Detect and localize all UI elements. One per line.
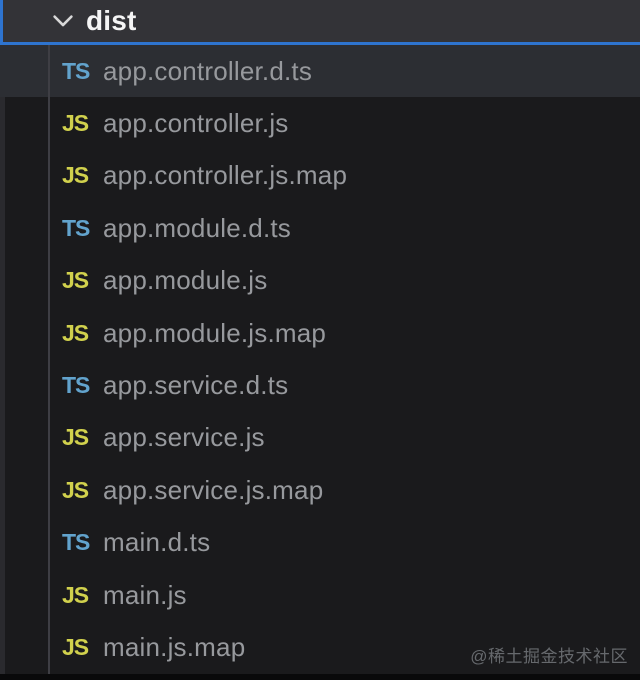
file-name: app.controller.d.ts bbox=[103, 55, 313, 86]
js-file-icon: JS bbox=[62, 162, 89, 189]
ts-file-icon: TS bbox=[62, 57, 90, 84]
file-row[interactable]: JS app.module.js bbox=[0, 255, 640, 307]
js-file-icon: JS bbox=[62, 424, 89, 451]
file-name: app.service.d.ts bbox=[103, 370, 289, 401]
file-row[interactable]: JS app.service.js bbox=[0, 412, 640, 464]
js-file-icon: JS bbox=[62, 267, 89, 294]
js-file-icon: JS bbox=[62, 633, 89, 660]
file-name: app.controller.js bbox=[103, 108, 289, 139]
file-name: main.d.ts bbox=[103, 527, 211, 558]
file-row[interactable]: JS app.service.js.map bbox=[0, 464, 640, 516]
file-row[interactable]: TS app.service.d.ts bbox=[0, 359, 640, 411]
file-row[interactable]: TS main.d.ts bbox=[0, 517, 640, 569]
file-name: app.service.js bbox=[103, 422, 265, 453]
file-name: app.module.js.map bbox=[103, 317, 327, 348]
chevron-down-icon bbox=[53, 15, 73, 27]
js-file-icon: JS bbox=[62, 319, 89, 346]
file-name: app.controller.js.map bbox=[103, 160, 348, 191]
file-row[interactable]: TS app.module.d.ts bbox=[0, 202, 640, 254]
file-name: app.service.js.map bbox=[103, 474, 324, 505]
file-name: main.js.map bbox=[103, 631, 246, 662]
file-row[interactable]: JS app.controller.js bbox=[0, 97, 640, 149]
file-name: app.module.d.ts bbox=[103, 212, 292, 243]
ts-file-icon: TS bbox=[62, 372, 90, 399]
file-row[interactable]: JS main.js bbox=[0, 569, 640, 621]
file-row[interactable]: JS app.controller.js.map bbox=[0, 150, 640, 202]
gutter-strip bbox=[0, 45, 5, 674]
file-name: app.module.js bbox=[103, 265, 268, 296]
indent-guide-line bbox=[48, 45, 50, 674]
ts-file-icon: TS bbox=[62, 529, 90, 556]
file-row[interactable]: TS app.controller.d.ts bbox=[0, 45, 640, 98]
js-file-icon: JS bbox=[62, 110, 89, 137]
file-name: main.js bbox=[103, 579, 187, 610]
ts-file-icon: TS bbox=[62, 214, 90, 241]
file-row[interactable]: JS app.module.js.map bbox=[0, 307, 640, 359]
bottom-divider bbox=[0, 674, 640, 680]
js-file-icon: JS bbox=[62, 476, 89, 503]
folder-name: dist bbox=[86, 5, 137, 36]
folder-header-dist[interactable]: dist bbox=[0, 0, 640, 45]
js-file-icon: JS bbox=[62, 581, 89, 608]
file-row[interactable]: JS main.js.map bbox=[0, 621, 640, 673]
